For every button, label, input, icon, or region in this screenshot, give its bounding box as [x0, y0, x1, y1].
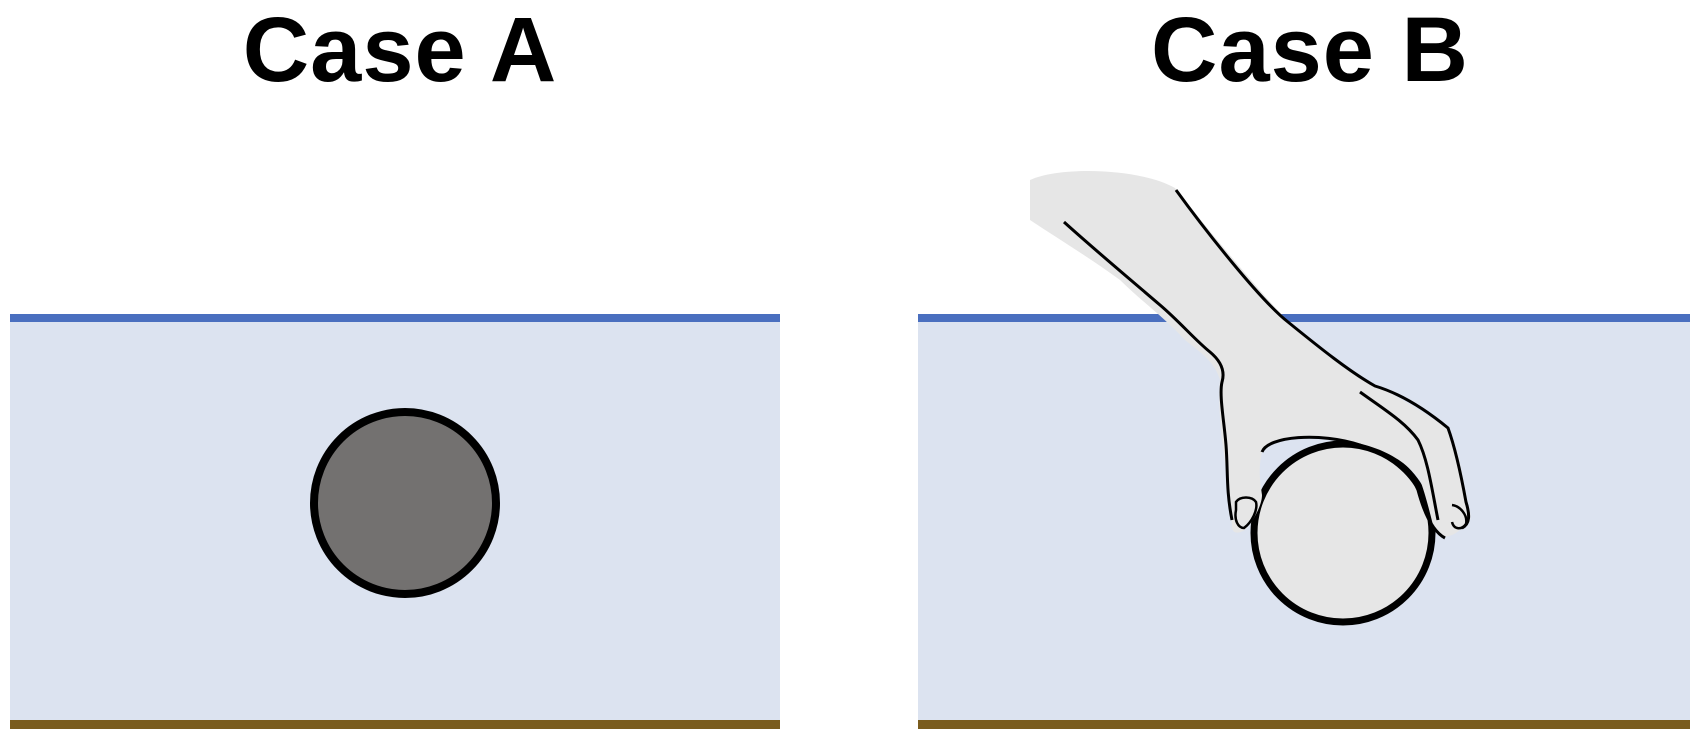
case-a-ball: [310, 408, 500, 598]
hand-outline-upper: [1062, 220, 1234, 521]
hand-icon: [1030, 170, 1471, 540]
case-a-water-surface: [10, 314, 780, 322]
hand-finger-line: [1359, 390, 1440, 521]
case-b-tank-bottom: [918, 720, 1690, 729]
case-b-ball: [1250, 440, 1436, 626]
hand-thumb: [1260, 435, 1446, 540]
hand-thumbnail: [1234, 496, 1258, 530]
hand-outline-lower: [1174, 189, 1471, 530]
case-a-tank-bottom: [10, 720, 780, 729]
case-b-water-surface: [918, 314, 1690, 322]
case-b-tank: [918, 170, 1690, 729]
case-a-title: Case A: [242, 0, 558, 101]
case-b-title: Case B: [1151, 0, 1469, 101]
case-a-tank: [10, 314, 780, 729]
hand-fingertip: [1450, 503, 1468, 530]
